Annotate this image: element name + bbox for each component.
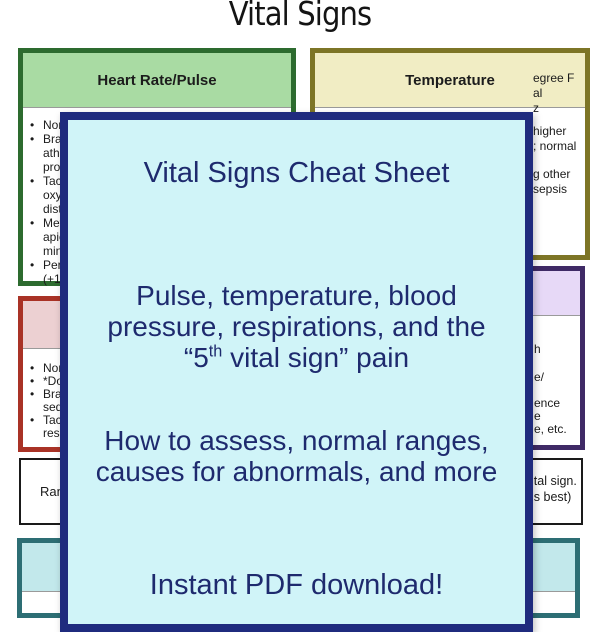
list-item: (+1) xyxy=(43,272,65,286)
list-item: *Do xyxy=(30,375,68,389)
list-item: ital sign. xyxy=(531,474,577,488)
list-item: Peri xyxy=(30,258,68,272)
list-item: ; normal xyxy=(533,139,577,153)
list-item: min xyxy=(43,244,63,258)
left-note-text: Ran xyxy=(40,485,64,499)
list-item: Met xyxy=(30,216,68,230)
list-item: e, etc. xyxy=(534,422,567,436)
list-item: e/ xyxy=(534,370,545,384)
purple-box-text-fragments: h e/ ence e e, etc. xyxy=(534,343,567,436)
overlay-subtitle-post: vital sign” pain xyxy=(222,342,410,373)
list-item: sepsis xyxy=(533,182,568,196)
list-item: oxy xyxy=(43,188,62,202)
list-item: al xyxy=(533,86,543,100)
list-item: e xyxy=(534,409,541,423)
overlay-features-line: causes for abnormals, and more xyxy=(95,456,498,487)
overlay-card: Vital Signs Cheat Sheet Pulse, temperatu… xyxy=(60,112,533,632)
list-item: h xyxy=(534,342,541,356)
overlay-subtitle: Pulse, temperature, blood pressure, resp… xyxy=(68,280,525,373)
list-item: is best) xyxy=(531,490,572,504)
overlay-cta: Instant PDF download! xyxy=(149,569,444,601)
list-item: z xyxy=(533,101,539,115)
overlay-subtitle-sup: th xyxy=(208,342,223,361)
right-note-text: ital sign. is best) xyxy=(531,473,577,505)
overlay-features: How to assess, normal ranges, causes for… xyxy=(68,425,525,487)
list-item: ence xyxy=(534,396,561,410)
list-item: Ran xyxy=(40,484,64,499)
page-title: Vital Signs xyxy=(228,0,372,33)
list-item: higher xyxy=(533,124,567,138)
list-item: dist xyxy=(43,202,62,216)
temperature-text-fragments: egree F al z higher ; normal g other sep… xyxy=(533,71,576,197)
overlay-features-line: How to assess, normal ranges, xyxy=(104,425,489,456)
list-item: Nor xyxy=(30,362,68,376)
overlay-subtitle-line: “5th vital sign” pain xyxy=(68,342,525,373)
list-item: apic xyxy=(43,230,66,244)
heart-rate-header: Heart Rate/Pulse xyxy=(23,53,291,108)
overlay-title: Vital Signs Cheat Sheet xyxy=(143,157,450,189)
list-item: egree F xyxy=(533,71,575,85)
list-item: athl xyxy=(43,146,63,160)
list-item: Nor xyxy=(30,118,68,132)
overlay-subtitle-line: pressure, respirations, and the xyxy=(107,311,486,342)
overlay-subtitle-line: Pulse, temperature, blood xyxy=(136,280,457,311)
list-item: g other xyxy=(533,167,571,181)
temperature-header: Temperature xyxy=(315,53,585,108)
overlay-subtitle-pre: “5 xyxy=(183,342,209,373)
list-item: sed xyxy=(43,400,63,414)
